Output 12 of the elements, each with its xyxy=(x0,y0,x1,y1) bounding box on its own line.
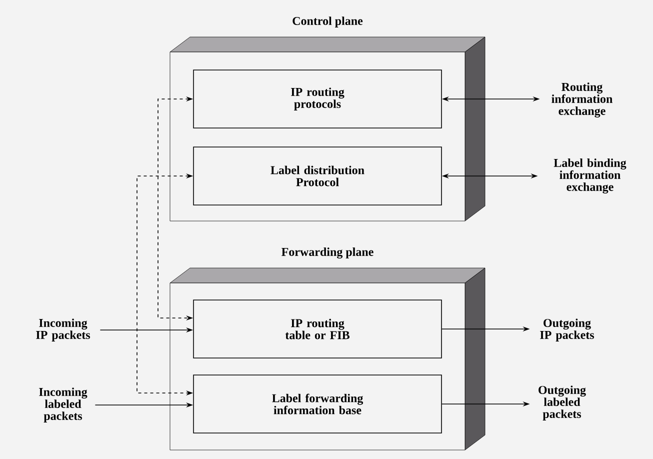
process-box: IP routing protocols xyxy=(193,70,442,128)
label-text: Outgoing labeled packets xyxy=(538,386,586,420)
label-text: Label binding information exchange xyxy=(554,158,626,194)
node-label: Forwarding plane xyxy=(282,248,374,258)
label-text: Incoming labeled packets xyxy=(39,388,88,422)
process-box: IP routing table or FIB xyxy=(193,300,442,358)
process-box: Label distribution Protocol xyxy=(193,146,442,206)
label-text: Routing information exchange xyxy=(552,82,612,118)
label-text: Incoming IP packets xyxy=(36,318,90,342)
process-box: Label forwarding information base xyxy=(193,374,442,434)
node-label: Control plane xyxy=(292,16,363,28)
label-text: Outgoing IP packets xyxy=(540,318,594,342)
